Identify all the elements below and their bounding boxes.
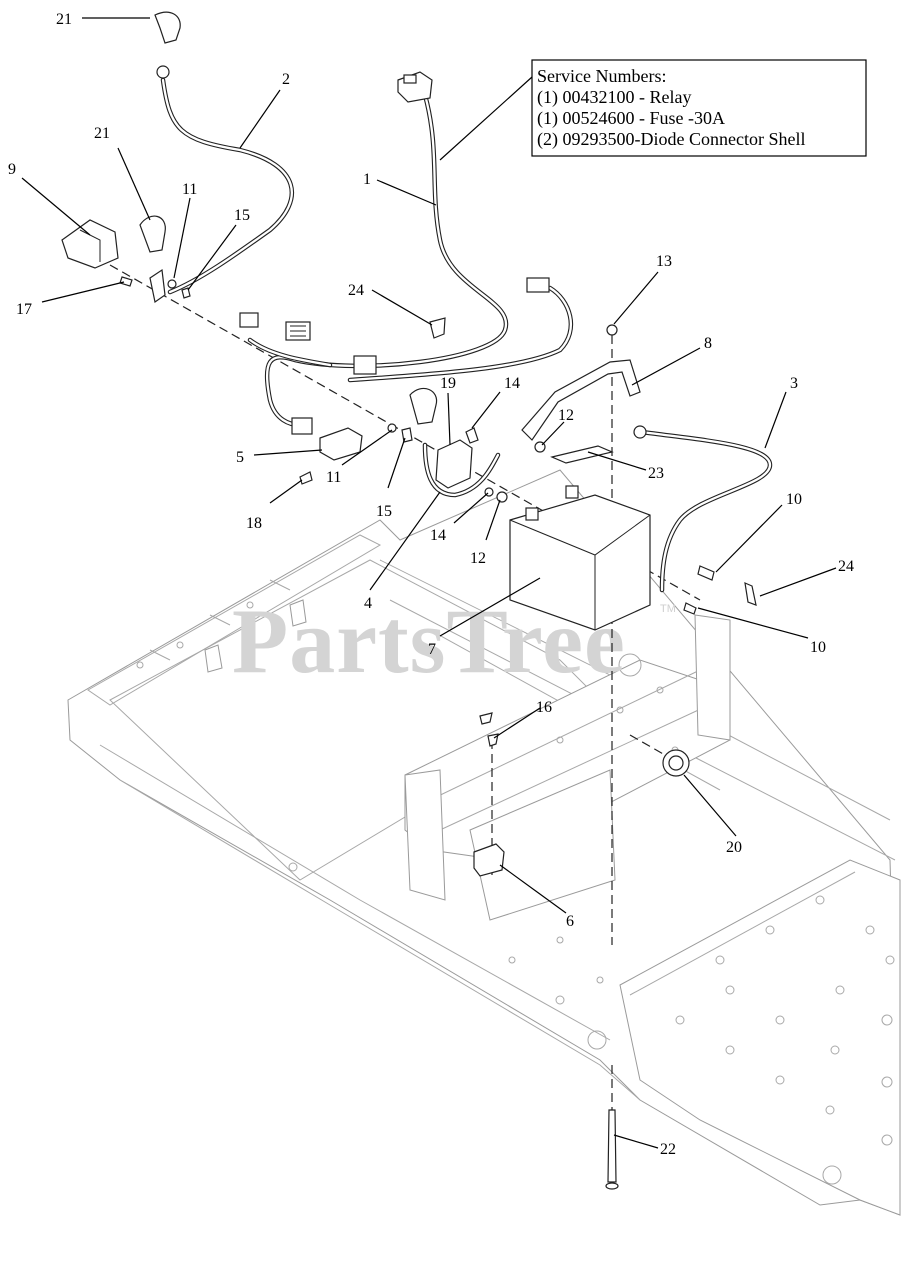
callout-5: 5 xyxy=(236,449,244,466)
callout-10: 10 xyxy=(810,639,826,656)
callout-23: 23 xyxy=(648,465,664,482)
diode-6 xyxy=(473,843,505,877)
callout-19: 19 xyxy=(440,375,456,392)
bolt-22 xyxy=(607,1109,617,1183)
callout-6: 6 xyxy=(566,913,574,930)
callout-18: 18 xyxy=(246,515,262,532)
service-line-relay: (1) 00432100 - Relay xyxy=(537,87,691,108)
parts xyxy=(61,11,757,1190)
callout-12: 12 xyxy=(470,550,486,567)
callout-15: 15 xyxy=(376,503,392,520)
callout-12: 12 xyxy=(558,407,574,424)
service-numbers-box: Service Numbers: (1) 00432100 - Relay (1… xyxy=(531,59,867,157)
callout-13: 13 xyxy=(656,253,672,270)
callout-24: 24 xyxy=(348,282,364,299)
bolt-10b xyxy=(683,602,697,615)
connector-c xyxy=(353,355,377,375)
screw-16a xyxy=(479,712,493,725)
battery-7 xyxy=(509,494,651,631)
callout-11: 11 xyxy=(326,469,341,486)
callout-labels: 21 2 1 21 9 11 15 17 24 13 8 3 19 14 12 … xyxy=(8,11,854,1158)
callout-7: 7 xyxy=(428,641,436,658)
wire-harness xyxy=(160,77,773,593)
callout-22: 22 xyxy=(660,1141,676,1158)
cable-tie-24 xyxy=(429,317,446,339)
callout-2: 2 xyxy=(282,71,290,88)
callout-21: 21 xyxy=(56,11,72,28)
callout-9: 9 xyxy=(8,161,16,178)
callout-14: 14 xyxy=(430,527,446,544)
callout-16: 16 xyxy=(536,699,552,716)
callout-14: 14 xyxy=(504,375,520,392)
callout-17: 17 xyxy=(16,301,32,318)
connector-a xyxy=(239,312,259,328)
callout-3: 3 xyxy=(790,375,798,392)
callout-15: 15 xyxy=(234,207,250,224)
connector-d xyxy=(526,277,550,293)
service-line-diode: (2) 09293500-Diode Connector Shell xyxy=(537,129,805,150)
callout-20: 20 xyxy=(726,839,742,856)
service-line-fuse: (1) 00524600 - Fuse -30A xyxy=(537,108,725,129)
callout-21: 21 xyxy=(94,125,110,142)
boot-21-top xyxy=(154,11,181,44)
mower-frame xyxy=(67,469,901,1216)
callout-11: 11 xyxy=(182,181,197,198)
callout-24: 24 xyxy=(838,558,854,575)
callout-1: 1 xyxy=(363,171,371,188)
watermark-trademark: TM xyxy=(660,603,676,615)
leader-lines xyxy=(21,17,837,1149)
callout-10: 10 xyxy=(786,491,802,508)
battery-bracket-8 xyxy=(521,359,641,441)
bolt-10a xyxy=(697,565,715,581)
fuse-holder-19 xyxy=(435,439,473,489)
callout-4: 4 xyxy=(364,595,372,612)
pad-23 xyxy=(550,445,614,464)
switch-9 xyxy=(61,219,119,269)
callout-8: 8 xyxy=(704,335,712,352)
service-title: Service Numbers: xyxy=(537,66,666,86)
boot-21-mid xyxy=(139,215,166,253)
